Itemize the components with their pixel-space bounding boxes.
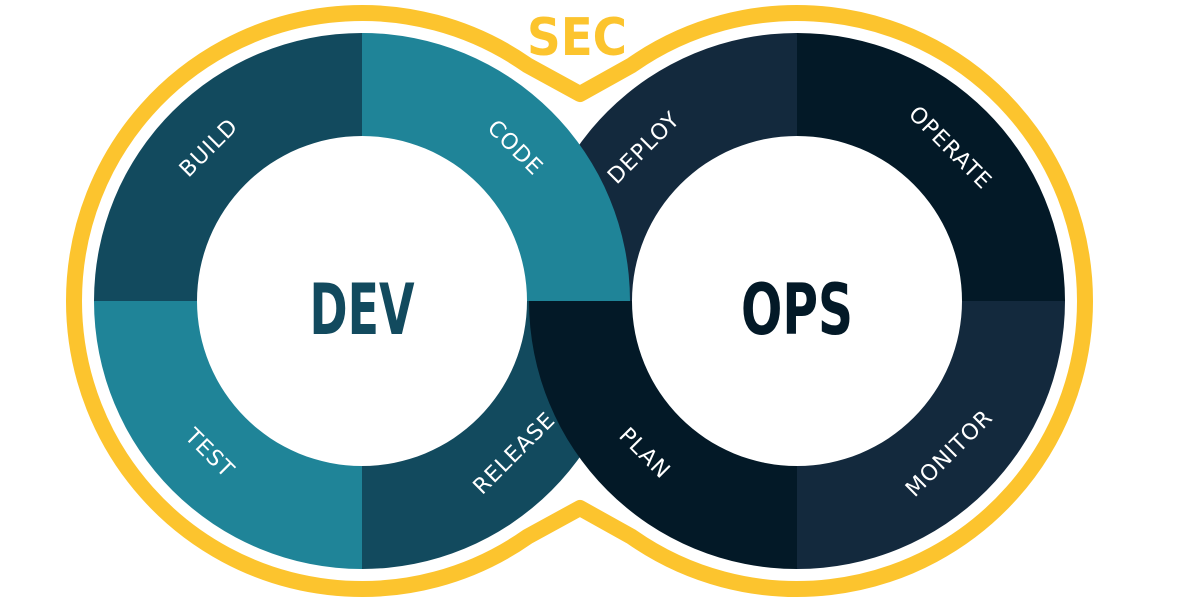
ops-segment-plan — [529, 301, 797, 569]
dev-segment-code — [362, 33, 630, 301]
dev-segment-test — [94, 301, 362, 569]
dev-segment-build — [94, 33, 362, 301]
ops-segment-operate — [797, 33, 1065, 301]
sec-title: SEC — [527, 8, 627, 68]
dev-label: DEV — [310, 269, 415, 351]
sec-outline-ring — [66, 5, 1093, 597]
segments — [94, 33, 1065, 569]
ops-label: OPS — [741, 269, 853, 351]
ops-segment-monitor — [797, 301, 1065, 569]
